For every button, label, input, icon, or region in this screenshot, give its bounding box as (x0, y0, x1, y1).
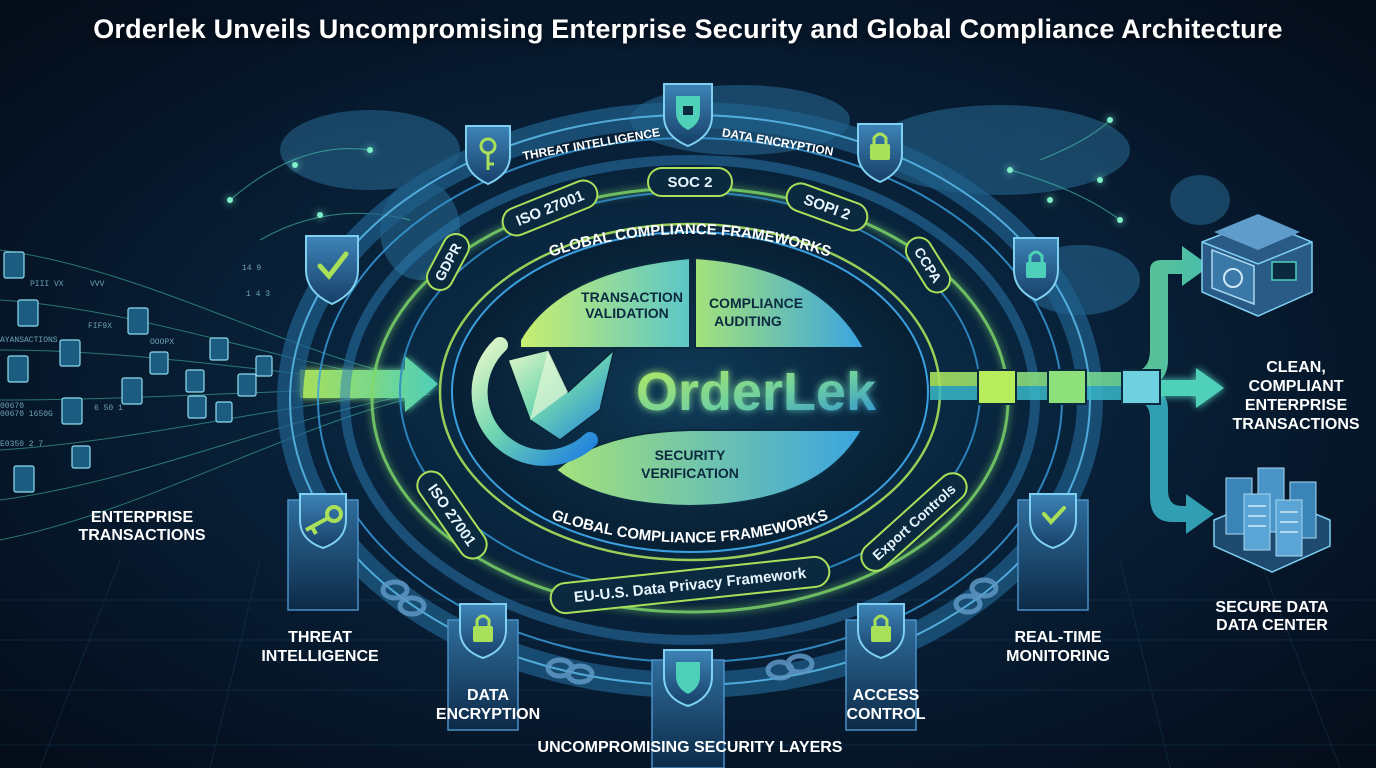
data-packet (977, 369, 1017, 405)
stream-fragment: 6 50 1 (94, 404, 123, 413)
shield-check-icon (1042, 506, 1066, 525)
key-icon (465, 125, 511, 186)
stream-fragment: AYANSACTIONS (0, 336, 58, 345)
segment-label: VERIFICATION (641, 465, 739, 481)
pill-eu-us: EU-U.S. Data Privacy Framework (549, 555, 831, 615)
segment-security-verification: SECURITY VERIFICATION (554, 429, 864, 508)
shield-icon (663, 83, 713, 148)
ring-shields (305, 83, 1059, 306)
page-title: Orderlek Unveils Uncompromising Enterpri… (93, 14, 1283, 44)
lock-icon (1013, 237, 1059, 302)
segment-compliance-auditing: COMPLIANCE AUDITING (694, 256, 866, 349)
segment-label: TRANSACTION (581, 289, 683, 305)
vault-icon (1201, 214, 1313, 317)
stream-fragment: 14 9 (242, 264, 261, 273)
pillar-threat (287, 493, 359, 611)
server-icon (1213, 467, 1331, 573)
key-icon (305, 505, 343, 535)
stream-fragment: E0350 2 7 (0, 440, 43, 449)
lock-icon (871, 614, 891, 642)
segment-label: SECURITY (655, 447, 726, 463)
network-nodes (227, 117, 1123, 223)
output-pipeline (930, 246, 1224, 534)
pillar-monitoring (1017, 493, 1089, 611)
orderlek-logo: OrderLek (471, 337, 877, 466)
segment-label: AUDITING (714, 313, 782, 329)
pill-soc2: SOC 2 (647, 167, 733, 197)
shield-icon (676, 662, 700, 694)
pill-label: SOC 2 (667, 174, 712, 191)
arrow-right-icon (300, 356, 438, 412)
segment-transaction-validation: TRANSACTION VALIDATION (519, 256, 691, 349)
stream-fragment: 00670 1650G (0, 410, 53, 419)
document-icon (3, 251, 273, 493)
stream-fragment: OOOPX (150, 338, 174, 347)
segment-label: VALIDATION (585, 305, 668, 321)
stream-fragment: 1 4 3 (246, 290, 270, 299)
chain-icon (380, 577, 999, 685)
lock-icon (473, 614, 493, 642)
stream-fragment: PIII VX (30, 280, 64, 289)
data-packet (1047, 369, 1087, 405)
security-pillars (287, 493, 1089, 768)
brand-name: OrderLek (636, 362, 877, 422)
pillar-encryption (447, 603, 519, 731)
pillar-access (845, 603, 917, 731)
stream-fragment: FIF9X (88, 322, 112, 331)
pillar-center (651, 649, 725, 768)
stream-fragment: 00670 (0, 402, 24, 411)
lock-icon (857, 123, 903, 184)
stream-fragment: VVV (90, 280, 105, 289)
arrow-right-icon (1150, 368, 1224, 408)
data-packet (1121, 369, 1161, 405)
shield-check-icon (305, 235, 359, 306)
security-layers-caption: UNCOMPROMISING SECURITY LAYERS (538, 739, 843, 756)
segment-label: COMPLIANCE (709, 295, 803, 311)
pill-ccpa: CCPA (904, 236, 952, 294)
